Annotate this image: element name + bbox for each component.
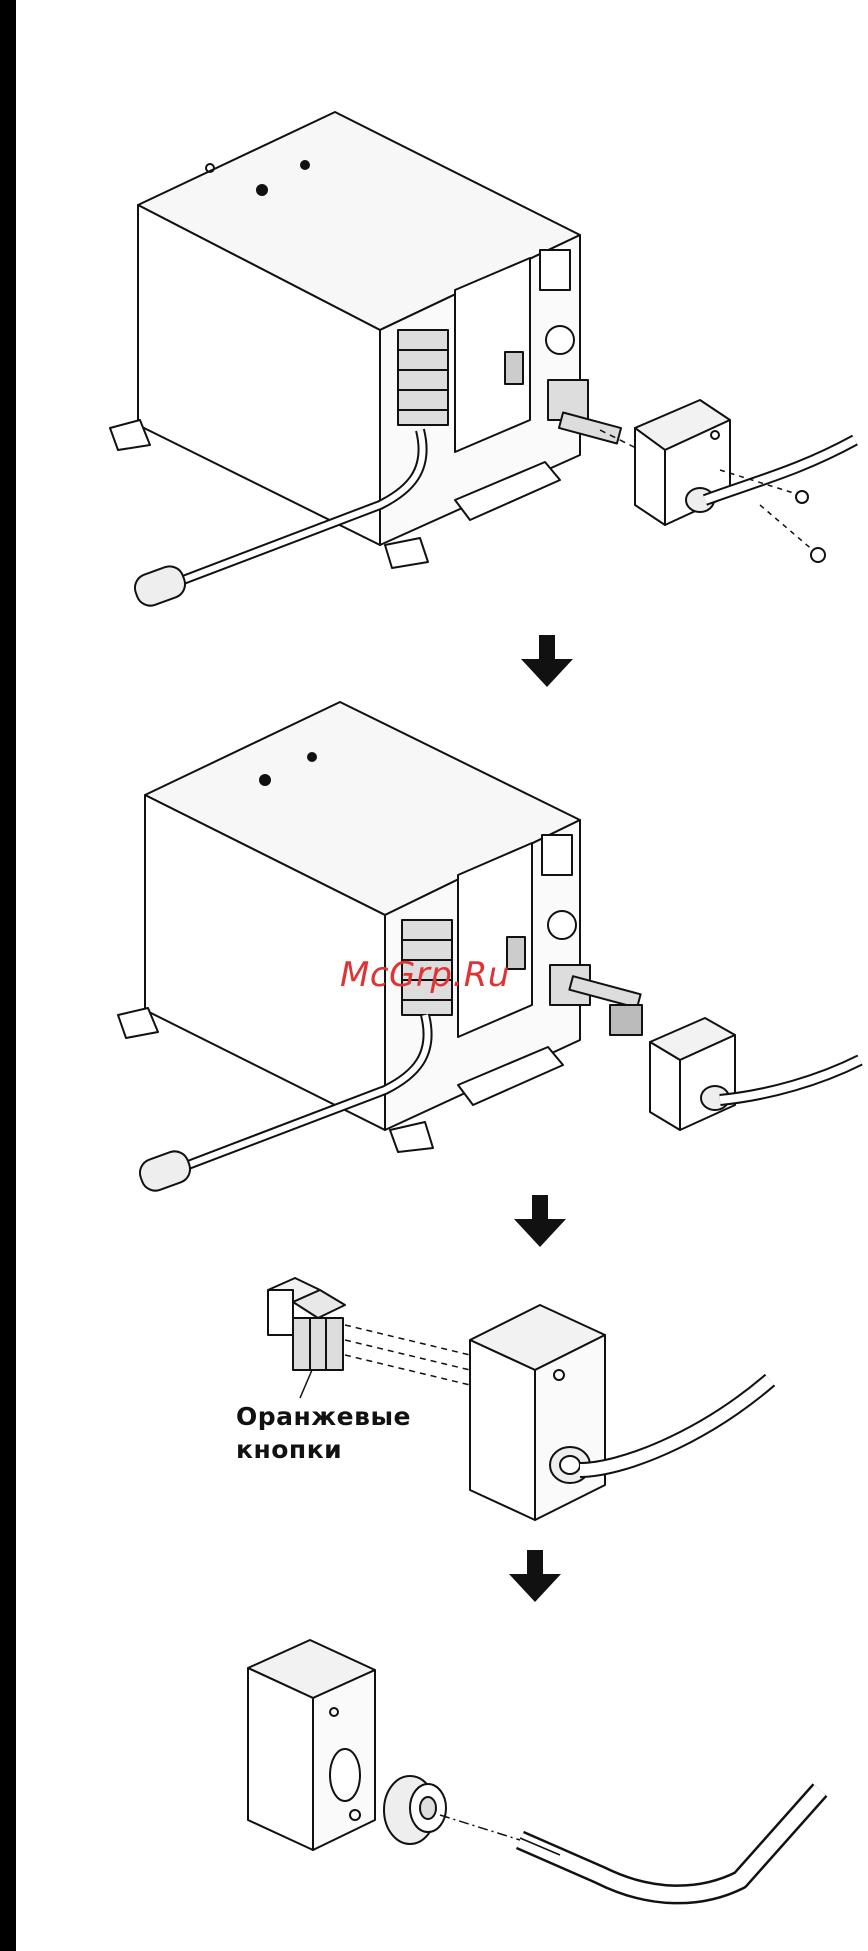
callout-line-1: Оранжевые — [236, 1400, 426, 1433]
step4-box-grommet-cable — [248, 1640, 820, 1894]
watermark-text: McGrp.Ru — [340, 955, 510, 995]
orange-buttons-callout: Оранжевые кнопки — [236, 1400, 426, 1466]
callout-line-2: кнопки — [236, 1433, 426, 1466]
step2-unit — [118, 702, 860, 1195]
arrow-down-3 — [509, 1550, 561, 1602]
arrow-down-2 — [514, 1195, 566, 1247]
step1-unit — [110, 112, 855, 610]
arrow-down-1 — [521, 635, 573, 687]
step3-box-and-connector — [268, 1278, 770, 1520]
